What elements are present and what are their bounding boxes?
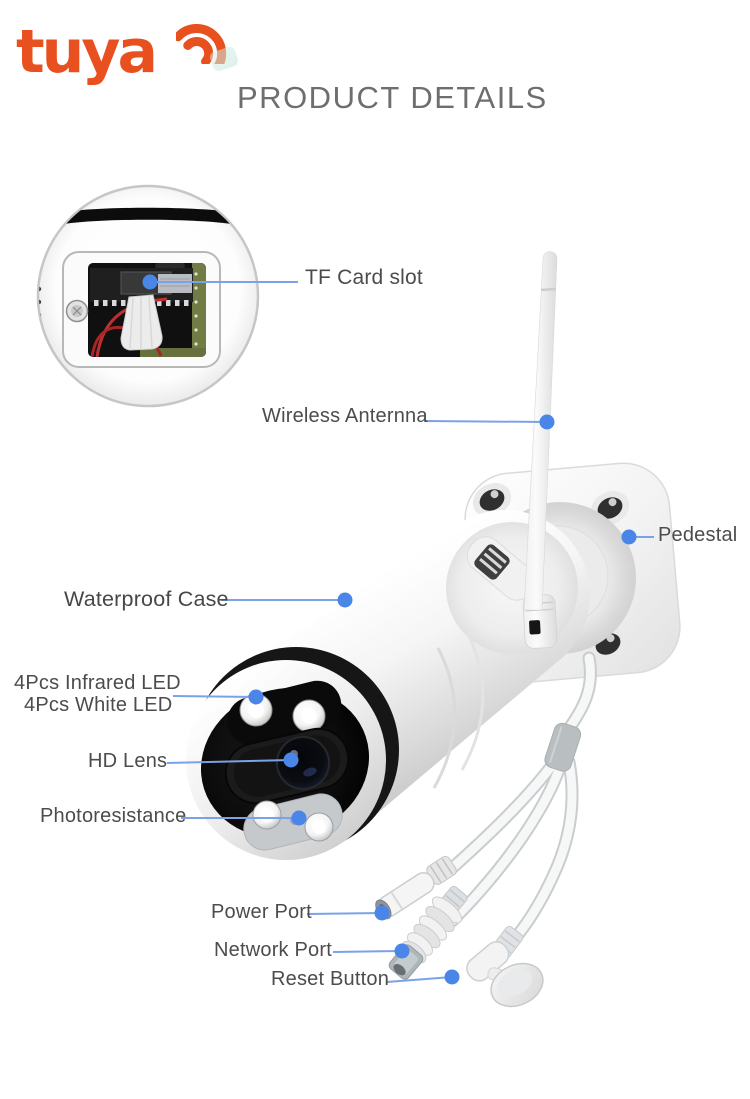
callout-label-hd-lens: HD Lens: [88, 750, 168, 772]
tuya-logo-text: tuya: [16, 17, 158, 87]
callout-label-white-led: 4Pcs White LED: [24, 694, 173, 716]
reset-button-connector: [466, 925, 544, 1008]
callout-line-network: [332, 950, 403, 953]
callout-label-waterproof-case: Waterproof Case: [64, 587, 229, 611]
infrared-led-lights: [239, 693, 326, 733]
callout-label-photoresistance: Photoresistance: [40, 805, 187, 827]
tf-slot-interior: [90, 263, 206, 357]
callout-dot-reset: [444, 969, 460, 985]
callout-dots: [142, 274, 637, 985]
callout-line-leds: [172, 695, 257, 698]
page-title: PRODUCT DETAILS: [237, 80, 548, 115]
callout-dot-lens: [283, 752, 299, 768]
panel-screw: [65, 299, 89, 323]
callout-dot-tf-card: [142, 274, 158, 290]
callout-label-pedestal: Pedestal: [658, 524, 738, 546]
callout-line-lens: [166, 759, 292, 764]
antenna-rod: [523, 251, 558, 611]
callout-label-tf-card-slot: TF Card slot: [305, 266, 423, 289]
callout-label-power-port: Power Port: [211, 901, 312, 923]
network-port-connector: [388, 885, 468, 980]
callout-lines: [150, 281, 654, 983]
callout-dot-leds: [248, 689, 264, 705]
callout-dot-antenna: [539, 414, 555, 430]
callout-label-wireless-antenna: Wireless Anternna: [262, 405, 428, 427]
callout-label-reset-button: Reset Button: [271, 968, 390, 990]
callout-line-power: [306, 912, 383, 915]
callout-line-antenna: [423, 420, 548, 423]
callout-dot-photoresistance: [291, 810, 307, 826]
cable-splitter-sleeve: [544, 722, 582, 772]
callout-dot-pedestal: [621, 529, 637, 545]
callout-line-reset: [386, 976, 453, 983]
red-wire: [95, 297, 168, 357]
tf-card-slot-inset: [36, 184, 260, 408]
power-port-connector: [375, 855, 457, 920]
callout-dot-case: [337, 592, 353, 608]
hinge-bracket: [466, 536, 536, 601]
callout-dot-power: [374, 905, 390, 921]
callout-label-infrared-led: 4Pcs Infrared LED: [14, 672, 181, 694]
callout-dot-network: [394, 943, 410, 959]
cable-pigtail: [375, 651, 597, 1008]
callout-label-network-port: Network Port: [214, 939, 332, 961]
wireless-antenna: [522, 251, 558, 649]
